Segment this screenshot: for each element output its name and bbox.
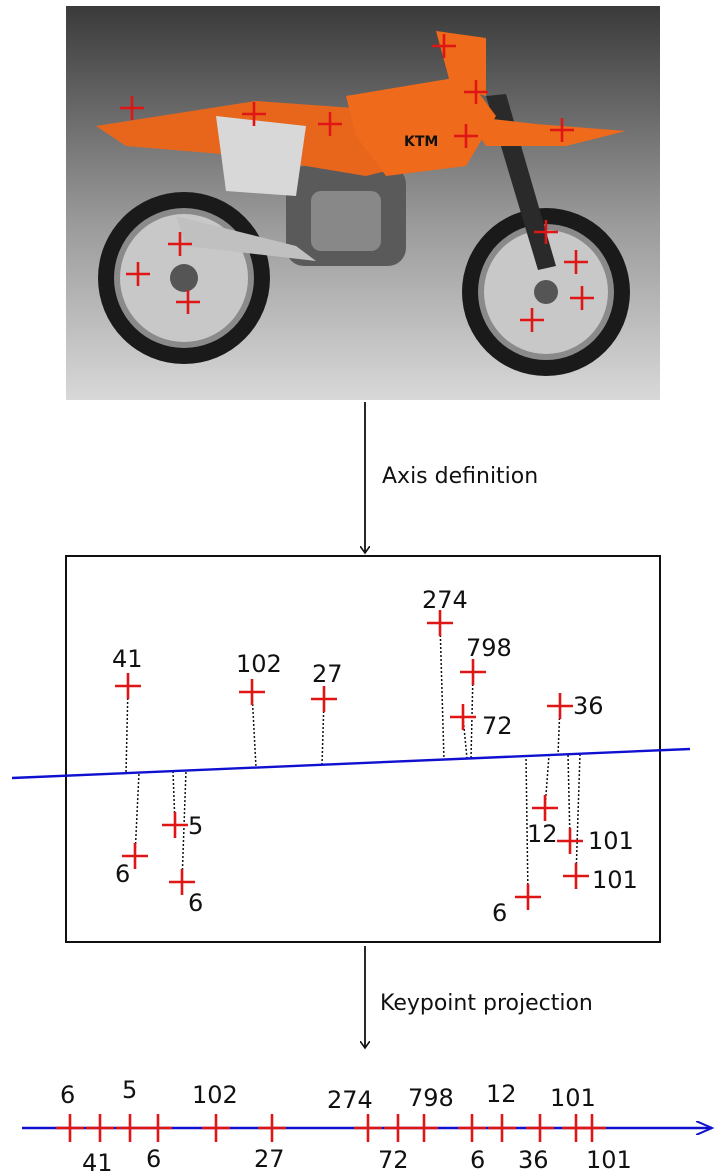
photo-keypoint-marker-8 [126, 262, 150, 286]
proj-label-bottom-36: 36 [518, 1146, 549, 1174]
photo-keypoint-marker-13 [520, 308, 544, 332]
photo-keypoint-marker-6 [550, 118, 574, 142]
proj-label-bottom-27: 27 [254, 1145, 285, 1173]
proj-label-bottom-41: 41 [82, 1149, 113, 1175]
photo-keypoint-marker-3 [432, 34, 456, 58]
projected-keypoint-marker-2 [116, 1114, 144, 1142]
box-keypoint-marker-8 [162, 812, 188, 838]
swingarm [176, 216, 316, 261]
projected-keypoint-marker-0 [56, 1114, 84, 1142]
proj-label-top-101: 101 [550, 1084, 596, 1112]
dotted-projection-line [462, 716, 468, 759]
keypoint-label-6b: 6 [188, 889, 203, 917]
dotted-projection-line [525, 756, 529, 898]
photo-keypoint-marker-2 [318, 112, 342, 136]
box-keypoint-marker-7 [122, 843, 148, 869]
projected-keypoint-marker-13 [578, 1114, 606, 1142]
keypoint-label-27: 27 [312, 660, 343, 688]
photo-keypoint-marker-12 [570, 286, 594, 310]
dotted-projection-line [125, 685, 129, 774]
box-keypoint-marker-13 [563, 863, 589, 889]
photo-keypoint-marker-10 [534, 220, 558, 244]
keypoint-label-101b: 101 [592, 866, 638, 894]
feature-space-box [65, 555, 661, 943]
dotted-projection-line [181, 770, 187, 883]
proj-label-top-102: 102 [192, 1081, 238, 1109]
dotted-projection-line [439, 622, 445, 760]
motorcycle-photo: KTM [66, 6, 660, 400]
box-keypoint-marker-3 [427, 610, 453, 636]
keypoint-label-101a: 101 [588, 827, 634, 855]
keypoint-label-5: 5 [188, 812, 203, 840]
photo-keypoint-marker-9 [176, 290, 200, 314]
projection-axis [11, 747, 691, 780]
keypoint-label-12: 12 [527, 820, 558, 848]
proj-label-top-798: 798 [408, 1084, 454, 1112]
keypoint-label-72: 72 [482, 712, 513, 740]
keypoint-label-41: 41 [112, 645, 143, 673]
keypoint-label-274: 274 [422, 586, 468, 614]
box-keypoint-marker-5 [450, 704, 476, 730]
photo-keypoint-marker-7 [168, 232, 192, 256]
photo-keypoint-marker-1 [242, 102, 266, 126]
projected-keypoints [56, 1114, 606, 1142]
box-keypoint-marker-9 [169, 869, 195, 895]
dotted-projection-line [134, 772, 140, 857]
projected-keypoint-marker-5 [258, 1114, 286, 1142]
keypoint-label-36: 36 [573, 692, 604, 720]
box-keypoint-marker-2 [311, 686, 337, 712]
projected-keypoint-marker-7 [384, 1114, 412, 1142]
keypoint-projection-label: Keypoint projection [380, 991, 593, 1016]
projected-keypoint-marker-1 [86, 1114, 114, 1142]
keypoint-label-6a: 6 [115, 860, 130, 888]
photo-keypoint-marker-11 [564, 250, 588, 274]
fuel-tank [346, 76, 496, 176]
box-keypoint-marker-4 [460, 659, 486, 685]
projected-keypoint-marker-9 [458, 1114, 486, 1142]
photo-keypoint-marker-5 [454, 124, 478, 148]
proj-label-bottom-72: 72 [378, 1146, 409, 1174]
projected-keypoint-marker-10 [488, 1114, 516, 1142]
proj-label-top-12: 12 [486, 1080, 517, 1108]
projection-lines [125, 622, 581, 898]
engine [286, 166, 406, 266]
projected-keypoint-marker-11 [526, 1114, 554, 1142]
proj-label-top-274: 274 [327, 1086, 373, 1114]
photo-keypoint-marker-4 [464, 80, 488, 104]
photo-keypoint-marker-0 [120, 96, 144, 120]
box-keypoint-marker-12 [557, 828, 583, 854]
proj-label-bottom-6: 6 [146, 1145, 161, 1173]
keypoint-label-102: 102 [236, 650, 282, 678]
axis-definition-label: Axis definition [382, 464, 538, 489]
keypoint-label-798: 798 [466, 634, 512, 662]
side-panel [216, 116, 306, 196]
dotted-projection-line [321, 698, 325, 765]
proj-label-top-6: 6 [60, 1081, 75, 1109]
projected-keypoint-marker-3 [144, 1114, 172, 1142]
box-keypoints [115, 610, 589, 910]
box-keypoint-marker-1 [239, 679, 265, 705]
box-keypoint-marker-11 [532, 795, 558, 821]
box-keypoint-marker-6 [547, 693, 573, 719]
projected-keypoint-marker-8 [410, 1114, 438, 1142]
projected-keypoint-marker-4 [202, 1114, 230, 1142]
proj-label-bottom-6b: 6 [470, 1146, 485, 1174]
keypoint-label-6c: 6 [492, 899, 507, 927]
box-keypoint-marker-10 [515, 884, 541, 910]
ktm-logo: KTM [404, 134, 438, 150]
photo-keypoints [120, 34, 594, 332]
dotted-projection-line [575, 753, 581, 877]
projected-keypoint-marker-6 [354, 1114, 382, 1142]
box-keypoint-marker-0 [115, 673, 141, 699]
front-fender [466, 116, 626, 146]
dotted-projection-line [567, 754, 571, 842]
proj-label-bottom-101: 101 [586, 1146, 632, 1174]
proj-label-top-5: 5 [122, 1076, 137, 1104]
